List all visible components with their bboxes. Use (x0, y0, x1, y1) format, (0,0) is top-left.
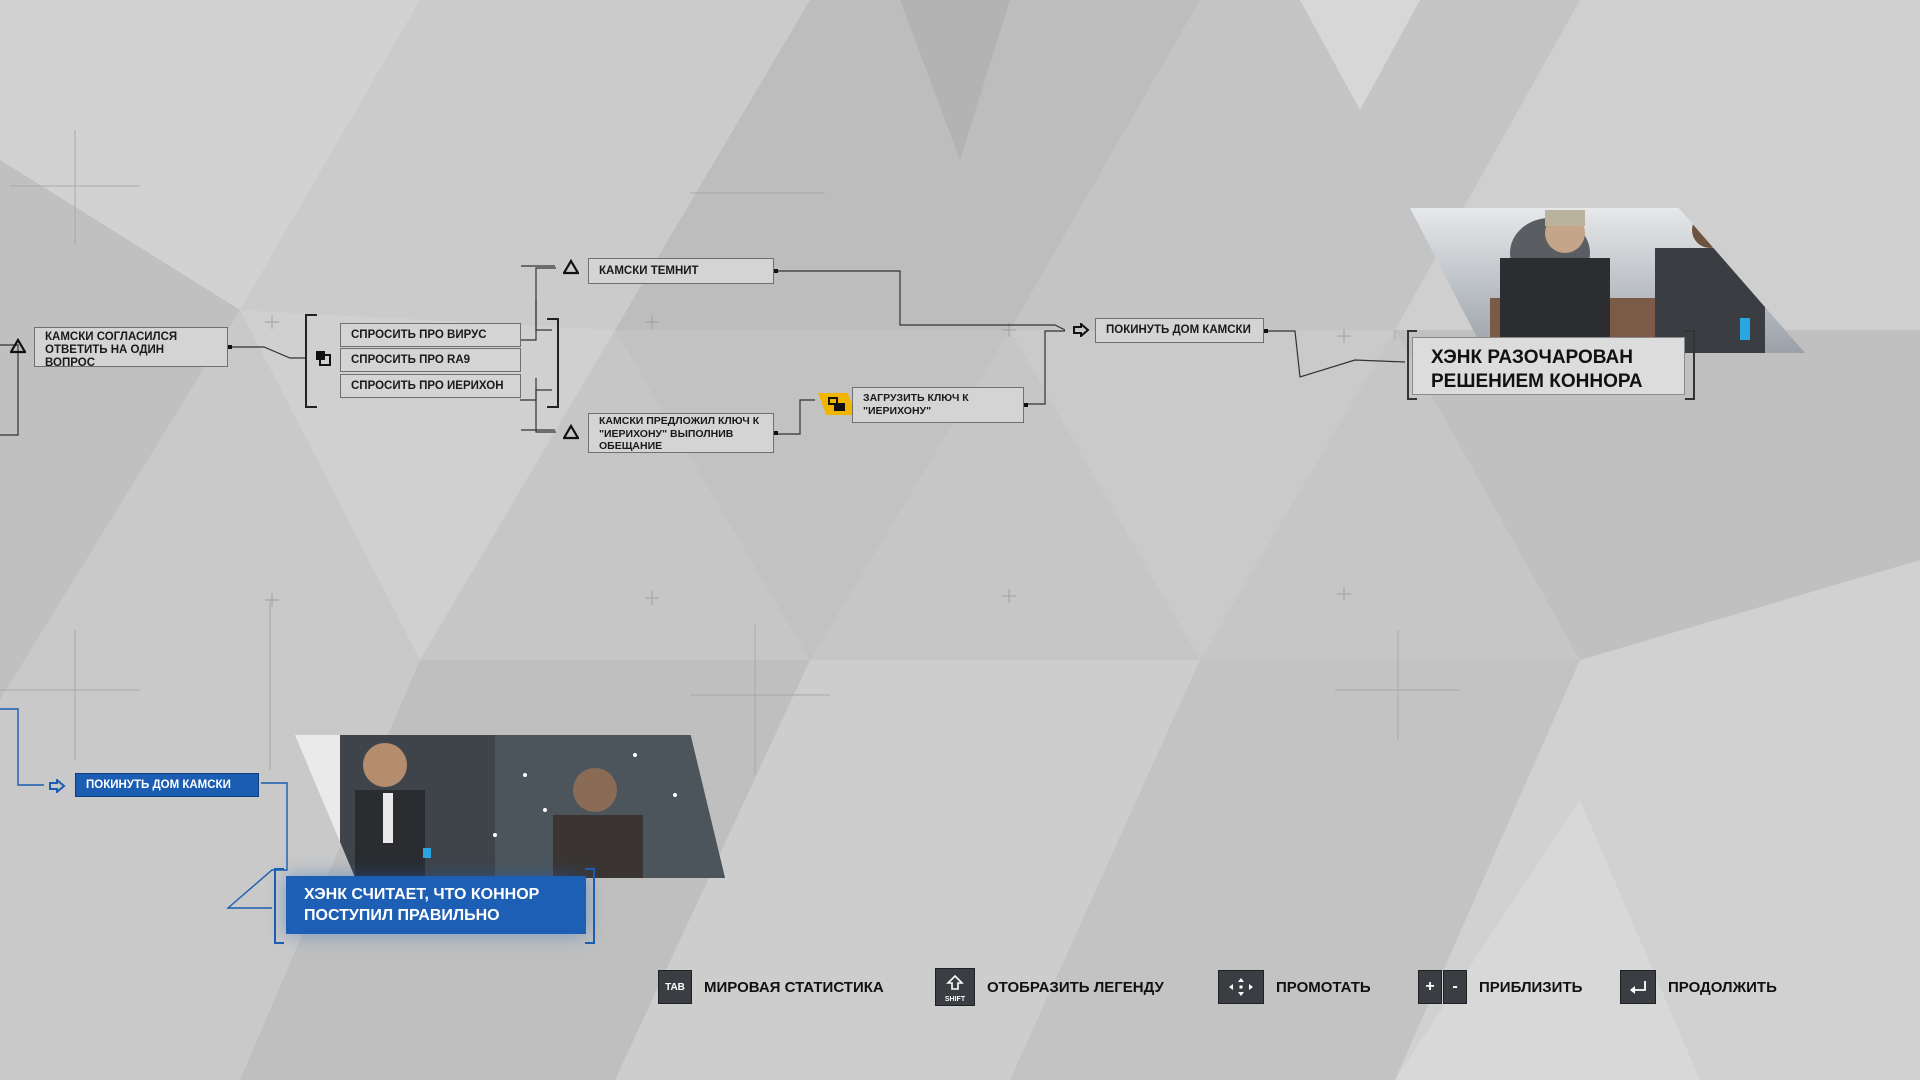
zoom-in-key-icon: + (1418, 970, 1442, 1004)
result-line: ХЭНК РАЗОЧАРОВАН (1431, 347, 1633, 368)
lock-icon (828, 397, 845, 411)
node-label: ПОКИНУТЬ ДОМ КАМСКИ (1106, 324, 1251, 336)
option-ask-jericho[interactable]: СПРОСИТЬ ПРО ИЕРИХОН (340, 374, 521, 398)
control-label: МИРОВАЯ СТАТИСТИКА (704, 978, 884, 996)
result-bracket (1685, 330, 1695, 400)
control-tab[interactable]: TAB МИРОВАЯ СТАТИСТИКА (658, 969, 884, 1005)
tab-key-icon: TAB (658, 970, 692, 1004)
control-zoom[interactable]: + - ПРИБЛИЗИТЬ (1418, 969, 1582, 1005)
control-pan[interactable]: ПРОМОТАТЬ (1218, 969, 1371, 1005)
node-label: ЗАГРУЗИТЬ КЛЮЧ К "ИЕРИХОНУ" (863, 392, 969, 417)
control-label: ПРИБЛИЗИТЬ (1479, 978, 1583, 996)
connector-nub (228, 345, 232, 349)
triangle-choice-icon (9, 337, 27, 355)
node-label: КАМСКИ ТЕМНИТ (599, 264, 699, 277)
triangle-choice-icon (562, 258, 580, 276)
connector-nub (774, 269, 778, 273)
control-label: ПРОМОТАТЬ (1276, 978, 1371, 996)
locked-choice-marker (818, 393, 856, 415)
option-label: СПРОСИТЬ ПРО RA9 (351, 353, 471, 366)
arrow-choice-icon-blue (48, 777, 66, 795)
options-group-bracket-left (305, 314, 317, 408)
arrow-choice-icon (1072, 321, 1090, 339)
option-label: СПРОСИТЬ ПРО ВИРУС (351, 328, 487, 341)
options-group-bracket-right (547, 318, 559, 408)
result-bracket (1407, 330, 1417, 400)
enter-key-icon (1620, 970, 1656, 1004)
square-choice-icon (314, 349, 332, 367)
node-kamski-agreed[interactable]: КАМСКИ СОГЛАСИЛСЯ ОТВЕТИТЬ НА ОДИН ВОПРО… (34, 327, 232, 369)
connector-nub (1264, 328, 1268, 333)
zoom-out-key-icon: - (1443, 970, 1467, 1004)
result-line: ХЭНК СЧИТАЕТ, ЧТО КОННОР (304, 886, 540, 903)
control-label: ПРОДОЛЖИТЬ (1668, 978, 1777, 996)
node-leave-house-top[interactable]: ПОКИНУТЬ ДОМ КАМСКИ (1095, 318, 1268, 343)
node-kamski-offered-key[interactable]: КАМСКИ ПРЕДЛОЖИЛ КЛЮЧ К "ИЕРИХОНУ" ВЫПОЛ… (588, 413, 778, 453)
control-shift[interactable]: SHIFT ОТОБРАЗИТЬ ЛЕГЕНДУ (935, 968, 1164, 1006)
result-line: РЕШЕНИЕМ КОННОРА (1431, 371, 1643, 392)
result-hank-disappointed: ХЭНК РАЗОЧАРОВАН РЕШЕНИЕМ КОННОРА (1412, 337, 1685, 395)
option-ask-virus[interactable]: СПРОСИТЬ ПРО ВИРУС (340, 323, 521, 347)
result-line: ПОСТУПИЛ ПРАВИЛЬНО (304, 907, 500, 924)
shift-key-label: SHIFT (944, 996, 966, 1003)
result-bracket-blue (585, 868, 595, 944)
connector-nub (1024, 403, 1028, 407)
node-load-jericho-key[interactable]: ЗАГРУЗИТЬ КЛЮЧ К "ИЕРИХОНУ" (852, 387, 1028, 423)
option-label: СПРОСИТЬ ПРО ИЕРИХОН (351, 379, 504, 392)
result-bracket-blue (274, 868, 284, 944)
node-label: ПОКИНУТЬ ДОМ КАМСКИ (86, 778, 231, 791)
node-kamski-dark[interactable]: КАМСКИ ТЕМНИТ (588, 258, 778, 284)
node-label: КАМСКИ СОГЛАСИЛСЯ ОТВЕТИТЬ НА ОДИН ВОПРО… (45, 331, 178, 369)
connector-nub (774, 431, 778, 435)
option-ask-ra9[interactable]: СПРОСИТЬ ПРО RA9 (340, 348, 521, 372)
shift-key-icon: SHIFT (935, 968, 975, 1006)
control-continue[interactable]: ПРОДОЛЖИТЬ (1620, 969, 1777, 1005)
move-arrows-icon (1218, 970, 1264, 1004)
node-label: КАМСКИ ПРЕДЛОЖИЛ КЛЮЧ К "ИЕРИХОНУ" ВЫПОЛ… (599, 415, 760, 452)
control-label: ОТОБРАЗИТЬ ЛЕГЕНДУ (987, 978, 1164, 996)
result-hank-thinks-right: ХЭНК СЧИТАЕТ, ЧТО КОННОР ПОСТУПИЛ ПРАВИЛ… (286, 876, 586, 934)
scene-photo-connor-hank (295, 735, 725, 878)
node-leave-house-bottom[interactable]: ПОКИНУТЬ ДОМ КАМСКИ (75, 773, 259, 797)
triangle-choice-icon (562, 423, 580, 441)
